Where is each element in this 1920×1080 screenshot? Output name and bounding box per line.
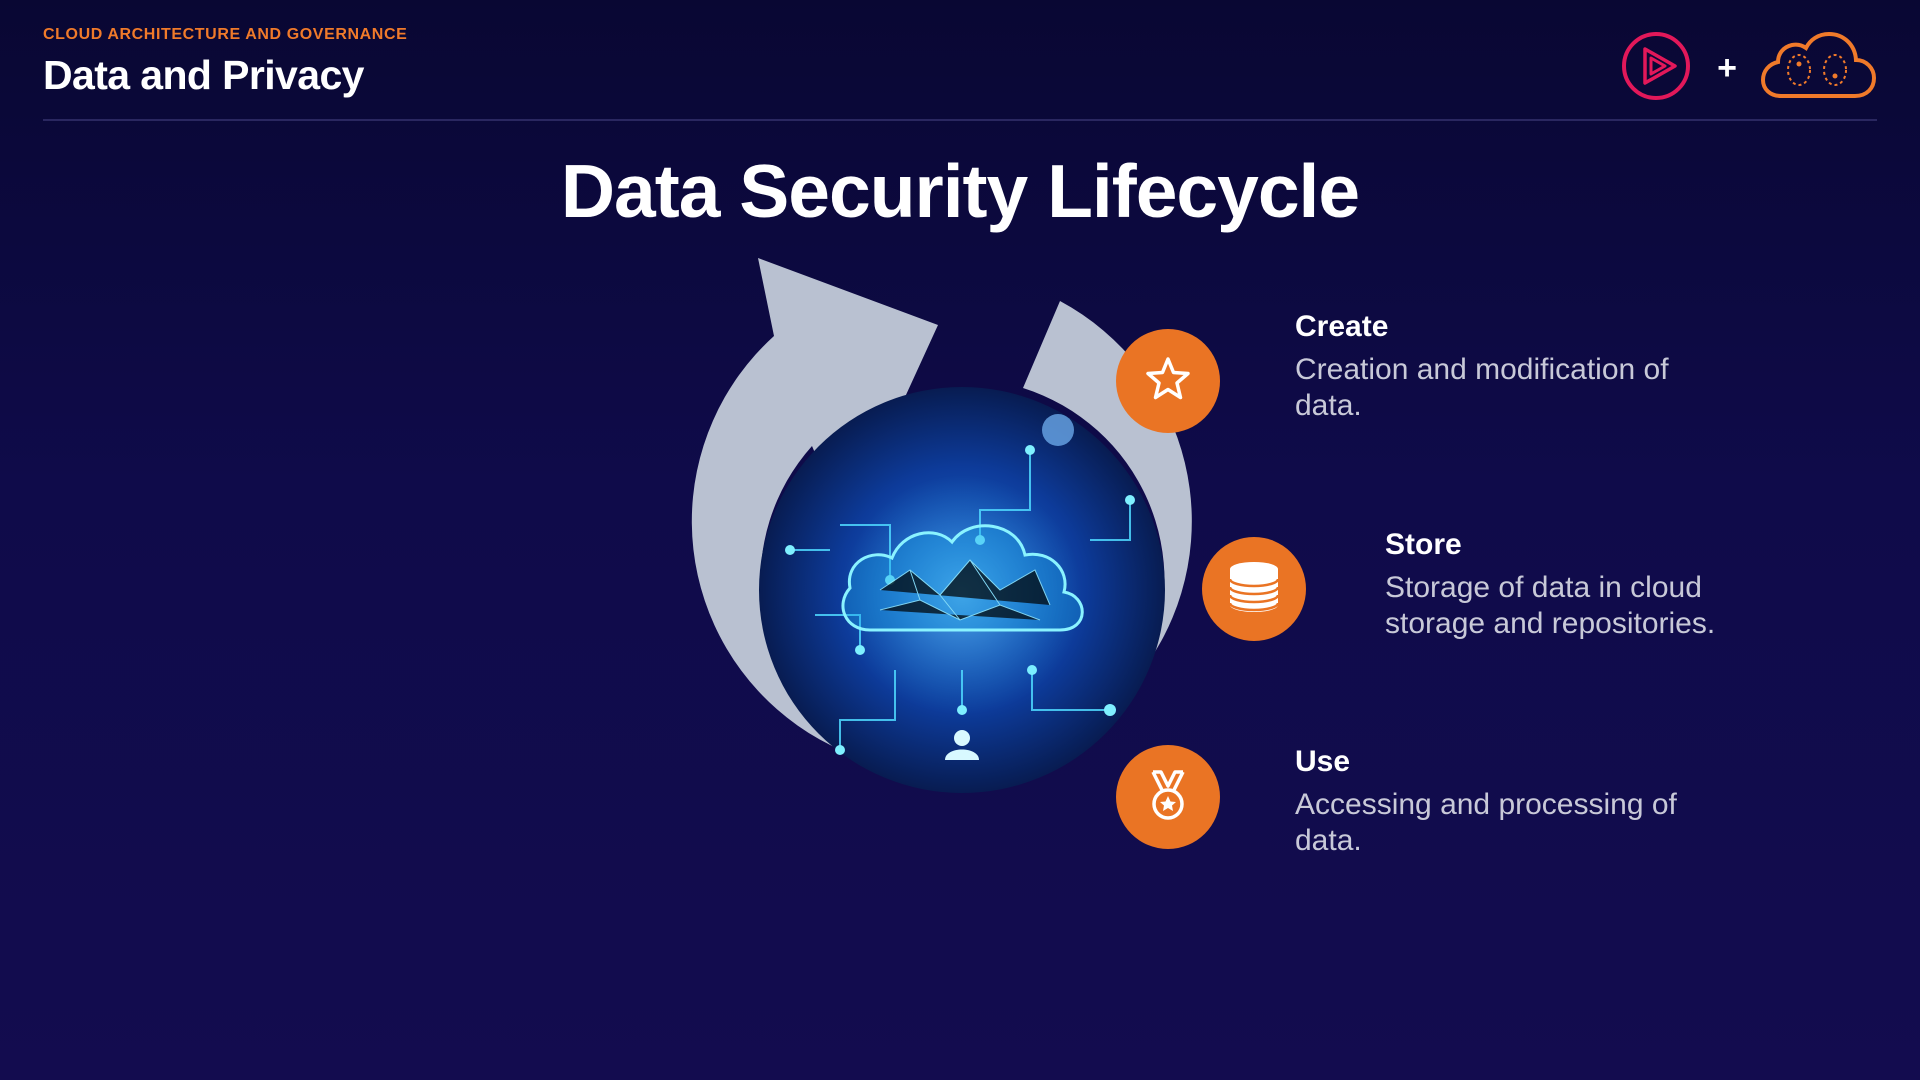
- store-step: Store Storage of data in cloud storage a…: [1385, 528, 1785, 642]
- database-icon: [1224, 557, 1284, 622]
- section-title: Data and Privacy: [43, 52, 407, 99]
- create-description: Creation and modification of data.: [1295, 352, 1725, 424]
- medal-icon: [1143, 768, 1193, 827]
- slide-title: Data Security Lifecycle: [0, 148, 1920, 234]
- plus-sign: +: [1717, 49, 1737, 88]
- cloud-network-illustration: [759, 387, 1165, 793]
- store-node: [1202, 537, 1306, 641]
- header: CLOUD ARCHITECTURE AND GOVERNANCE Data a…: [43, 26, 407, 99]
- logo-group: +: [1621, 30, 1877, 107]
- slide-title-text: Data Security Lifecycle: [561, 149, 1359, 233]
- create-node: [1116, 329, 1220, 433]
- create-step: Create Creation and modification of data…: [1295, 310, 1725, 424]
- store-description: Storage of data in cloud storage and rep…: [1385, 570, 1785, 642]
- use-description: Accessing and processing of data.: [1295, 787, 1725, 859]
- use-step: Use Accessing and processing of data.: [1295, 745, 1725, 859]
- header-divider: [43, 119, 1877, 121]
- store-heading: Store: [1385, 528, 1785, 562]
- create-heading: Create: [1295, 310, 1725, 344]
- use-node: [1116, 745, 1220, 849]
- course-eyebrow: CLOUD ARCHITECTURE AND GOVERNANCE: [43, 26, 407, 44]
- star-icon: [1143, 354, 1193, 409]
- use-heading: Use: [1295, 745, 1725, 779]
- cloud-brain-icon: [1759, 30, 1877, 107]
- play-triangle-icon: [1621, 31, 1691, 106]
